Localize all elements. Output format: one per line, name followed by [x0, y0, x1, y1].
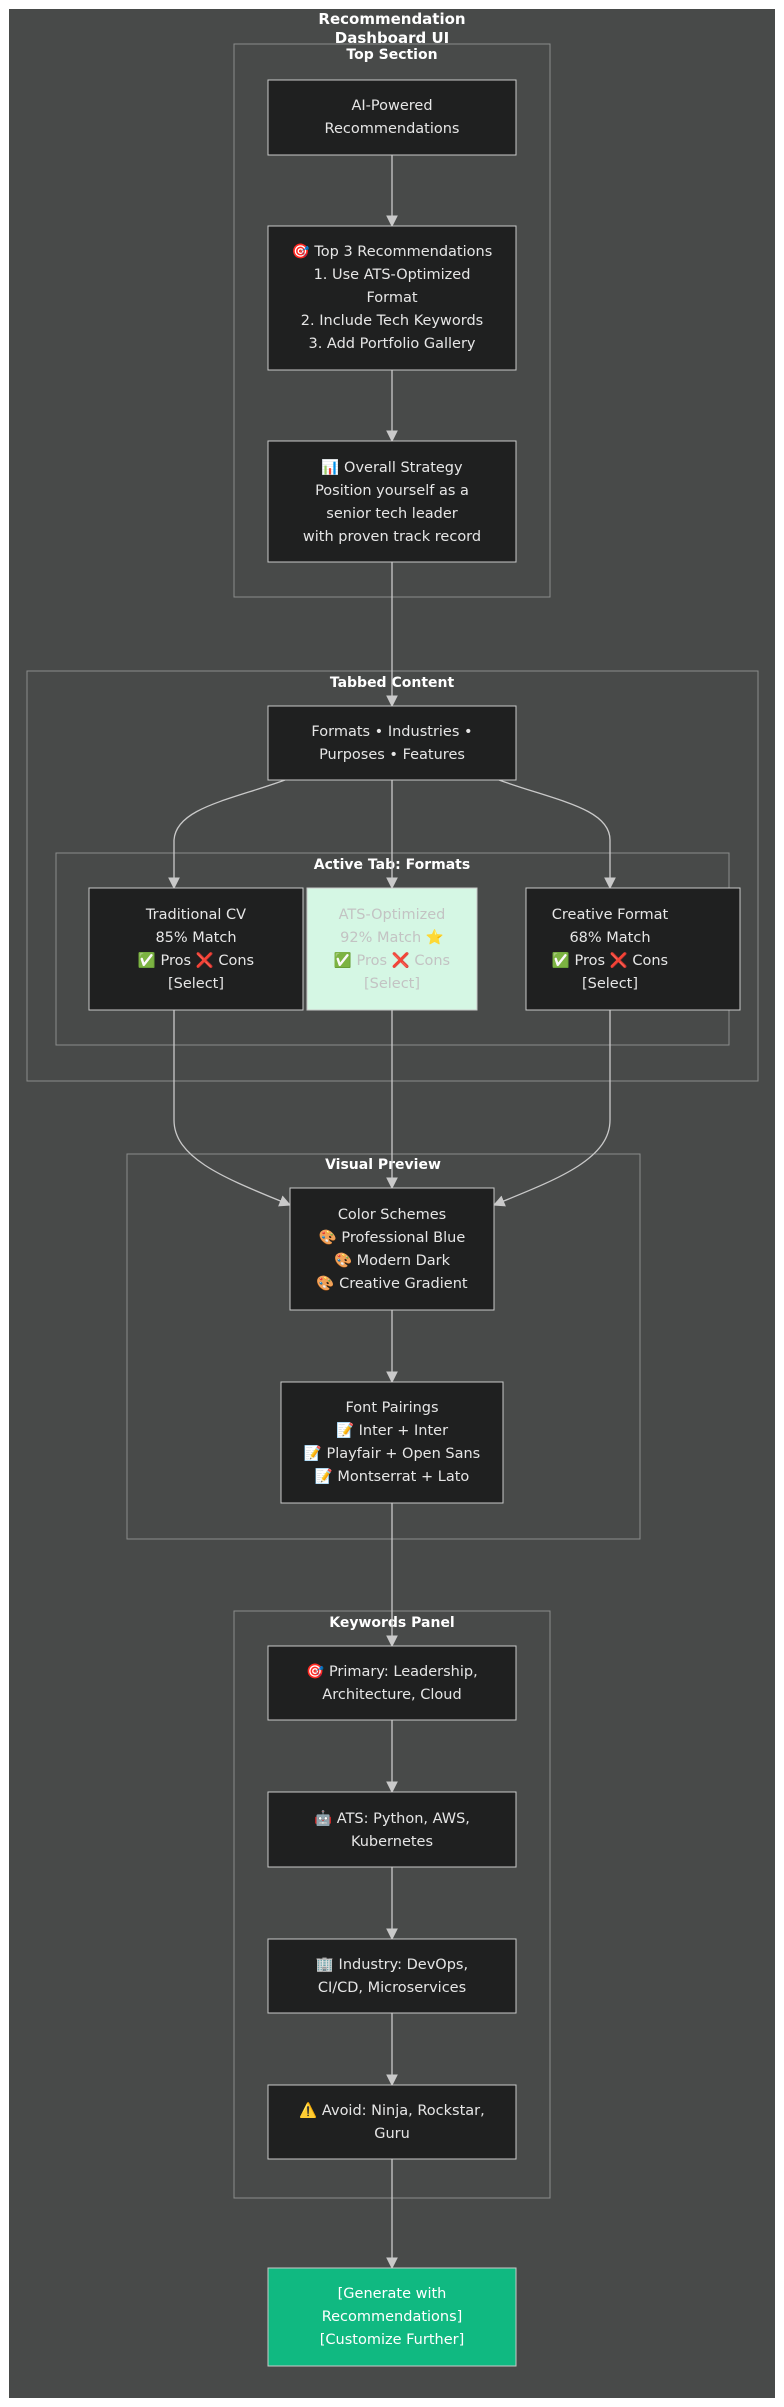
node-strategy-line-4: with proven track record [303, 529, 481, 545]
node-avoid-box [267, 2084, 517, 2160]
node-traditional-line-1: Traditional CV [145, 907, 246, 923]
edge-creative-to-colors [492, 1010, 611, 1207]
cluster-visual-preview-title: Visual Preview [325, 1157, 441, 1173]
node-industry-box [267, 1938, 517, 2014]
node-traditional-line-2: 85% Match [155, 930, 236, 946]
edge-tabs-to-creative [498, 779, 616, 890]
node-traditional-box[interactable] [88, 887, 304, 1011]
node-top-3-recommendations: 🎯 Top 3 Recommendations 1. Use ATS-Optim… [267, 225, 517, 371]
node-strategy-box [267, 440, 517, 563]
node-strategy-line-2: Position yourself as a [315, 483, 469, 499]
node-avoid-keywords: ⚠️ Avoid: Ninja, Rockstar, Guru [267, 2084, 517, 2160]
node-ai-box [267, 79, 517, 156]
generate-with-recommendations-button-line-2[interactable]: Recommendations] [322, 2309, 463, 2325]
node-ats-select[interactable]: [Select] [364, 976, 420, 992]
diagram-title-line-1: Recommendation [318, 10, 465, 28]
node-top3-box [267, 225, 517, 371]
node-creative-line-2: 68% Match [569, 930, 650, 946]
node-tabs-line-2: Purposes • Features [319, 747, 465, 763]
node-ats-line-2: 92% Match ⭐ [340, 928, 444, 946]
cluster-visual-preview-frame [126, 1153, 641, 1540]
node-ats-keywords-box [267, 1791, 517, 1868]
node-industry-line-1: 🏢 Industry: DevOps, [316, 1957, 468, 1973]
node-primary-line-1: 🎯 Primary: Leadership, [306, 1663, 477, 1680]
node-primary-keywords: 🎯 Primary: Leadership, Architecture, Clo… [267, 1645, 517, 1721]
node-tabs-line-1: Formats • Industries • [311, 724, 472, 740]
node-format-ats-optimized[interactable]: ATS-Optimized 92% Match ⭐ ✅ Pros ❌ Cons … [306, 887, 478, 1011]
node-fonts-line-1: Font Pairings [345, 1400, 438, 1416]
diagram-title: Recommendation Dashboard UI [318, 10, 465, 47]
node-cta-box[interactable] [267, 2267, 517, 2367]
node-ai-line-1: AI-Powered [351, 98, 432, 114]
node-primary-box [267, 1645, 517, 1721]
generate-with-recommendations-button-line-1[interactable]: [Generate with [338, 2286, 447, 2302]
node-industry-keywords: 🏢 Industry: DevOps, CI/CD, Microservices [267, 1938, 517, 2014]
node-ai-powered-recommendations: AI-Powered Recommendations [267, 79, 517, 156]
node-ats-line-3: ✅ Pros ❌ Cons [334, 951, 450, 969]
node-top3-line-3: Format [366, 290, 417, 306]
cluster-visual-preview: Visual Preview [126, 1153, 641, 1540]
node-colors-line-1: Color Schemes [338, 1207, 446, 1223]
node-colors-box [289, 1187, 495, 1311]
edges [168, 155, 616, 2270]
node-fonts-line-4: 📝 Montserrat + Lato [315, 1467, 470, 1485]
node-top3-line-5: 3. Add Portfolio Gallery [308, 336, 475, 352]
node-creative-line-3: ✅ Pros ❌ Cons [552, 951, 668, 969]
cluster-top-section-title: Top Section [346, 47, 437, 63]
node-fonts-line-2: 📝 Inter + Inter [336, 1421, 448, 1439]
node-primary-line-2: Architecture, Cloud [322, 1687, 461, 1703]
node-avoid-line-1: ⚠️ Avoid: Ninja, Rockstar, [299, 2101, 484, 2119]
node-creative-select[interactable]: [Select] [582, 976, 638, 992]
node-top3-line-2: 1. Use ATS-Optimized [314, 267, 471, 283]
node-traditional-line-3: ✅ Pros ❌ Cons [138, 951, 254, 969]
node-font-pairings: Font Pairings 📝 Inter + Inter 📝 Playfair… [280, 1381, 504, 1504]
node-industry-line-2: CI/CD, Microservices [318, 1980, 466, 1996]
node-ats-keywords-line-2: Kubernetes [351, 1834, 433, 1850]
node-ats-keywords-line-1: 🤖 ATS: Python, AWS, [314, 1809, 470, 1827]
node-ats-line-1: ATS-Optimized [339, 907, 446, 923]
edge-tabs-to-traditional [168, 779, 286, 890]
node-creative-box[interactable] [525, 887, 741, 1011]
node-avoid-line-2: Guru [374, 2126, 410, 2142]
node-top3-line-1: 🎯 Top 3 Recommendations [292, 243, 493, 260]
node-strategy-line-1: 📊 Overall Strategy [321, 458, 463, 476]
node-top3-line-4: 2. Include Tech Keywords [301, 313, 483, 329]
node-color-schemes: Color Schemes 🎨 Professional Blue 🎨 Mode… [289, 1187, 495, 1311]
node-tabs-box[interactable] [267, 705, 517, 781]
node-colors-line-4: 🎨 Creative Gradient [316, 1274, 467, 1292]
node-colors-line-3: 🎨 Modern Dark [334, 1251, 451, 1269]
node-fonts-line-3: 📝 Playfair + Open Sans [304, 1444, 480, 1462]
node-creative-line-1: Creative Format [552, 907, 669, 923]
node-strategy-line-3: senior tech leader [326, 506, 457, 522]
node-ats-keywords: 🤖 ATS: Python, AWS, Kubernetes [267, 1791, 517, 1868]
node-format-traditional-cv[interactable]: Traditional CV 85% Match ✅ Pros ❌ Cons [… [88, 887, 304, 1011]
node-traditional-select[interactable]: [Select] [168, 976, 224, 992]
diagram-title-line-2: Dashboard UI [335, 29, 449, 47]
edge-traditional-to-colors [173, 1010, 292, 1207]
node-ai-line-2: Recommendations [325, 121, 460, 137]
node-ats-box-highlighted[interactable] [306, 887, 478, 1011]
node-tab-list[interactable]: Formats • Industries • Purposes • Featur… [267, 705, 517, 781]
node-format-creative[interactable]: Creative Format 68% Match ✅ Pros ❌ Cons … [525, 887, 741, 1011]
customize-further-button[interactable]: [Customize Further] [320, 2332, 465, 2348]
node-generate-cta[interactable]: [Generate with Recommendations] [Customi… [267, 2267, 517, 2367]
node-overall-strategy: 📊 Overall Strategy Position yourself as … [267, 440, 517, 563]
node-colors-line-2: 🎨 Professional Blue [319, 1228, 466, 1246]
node-fonts-box [280, 1381, 504, 1504]
